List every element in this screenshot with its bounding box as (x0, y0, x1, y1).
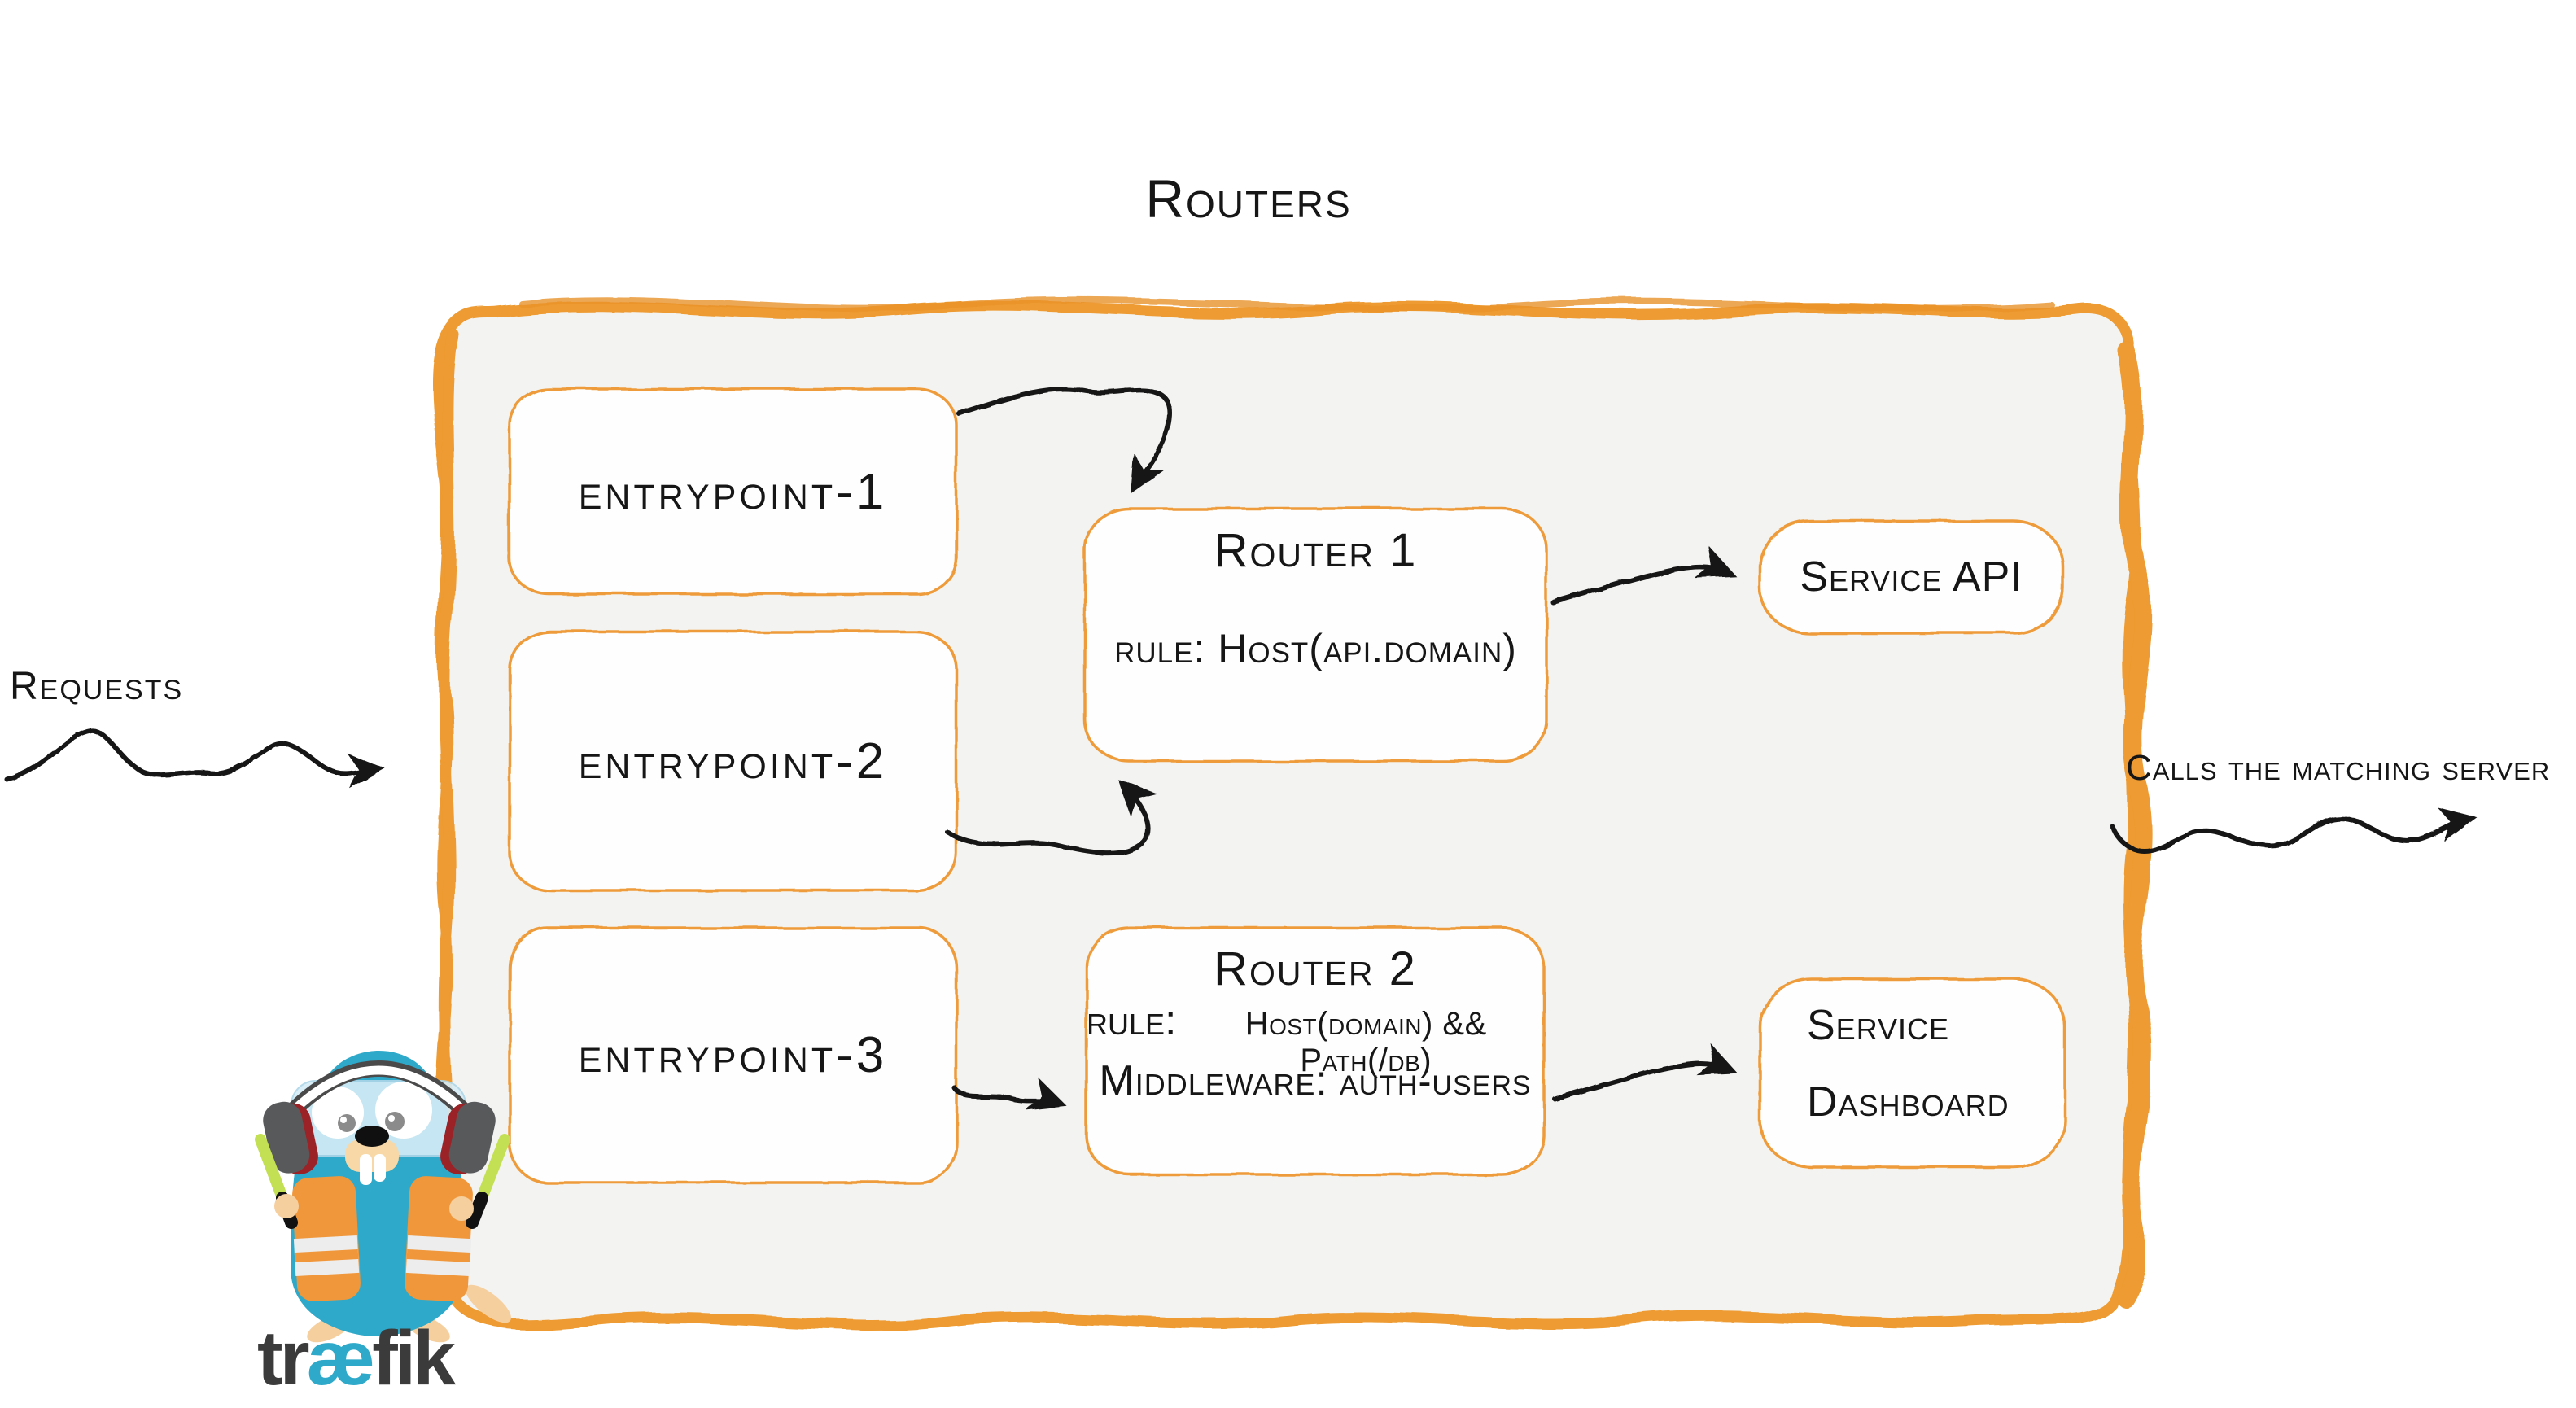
gopher-tail (466, 1284, 511, 1323)
arrow-calls-matching-server (2109, 807, 2478, 854)
container-border-right-stroke (2117, 341, 2154, 1308)
gopher-muzzle (345, 1139, 399, 1172)
wordmark-ae: æ (306, 1315, 376, 1401)
arrow-router2-to-service-dashboard (1552, 1043, 1738, 1101)
container-border-top-stroke (518, 295, 2054, 313)
entrypoint-1-label: entrypoint-1 (578, 463, 888, 520)
gopher-nose (355, 1126, 389, 1147)
wordmark-pre: tr (257, 1315, 310, 1401)
router-2-middleware-value: auth-users (1339, 1060, 1532, 1104)
wordmark-post: fik (372, 1315, 456, 1401)
router-2-rule: rule: Host(domain) && Path(/db) (1087, 996, 1544, 1078)
calls-matching-server-label: Calls the matching server (2126, 748, 2551, 788)
gopher-eyes (312, 1082, 432, 1139)
service-dashboard-label: Service Dashboard (1760, 979, 2065, 1167)
gopher-vest (292, 1176, 473, 1301)
service-dashboard-line-2: Dashboard (1807, 1078, 2010, 1126)
entrypoint-3-label: entrypoint-3 (578, 1027, 888, 1083)
gopher-tooth-left (360, 1154, 372, 1185)
arrow-requests (4, 728, 386, 789)
router-1-rule: rule: Host(api.domain) (1114, 626, 1517, 671)
gopher-body (291, 1051, 464, 1336)
entrypoint-2-label: entrypoint-2 (578, 732, 888, 789)
gopher-hand-right (449, 1196, 474, 1221)
router-2-middleware-label: Middleware: (1099, 1057, 1328, 1104)
router-1-name: Router 1 (1214, 524, 1418, 577)
gopher-hand-left (274, 1194, 299, 1218)
arrow-entrypoint3-to-router2 (951, 1077, 1068, 1111)
service-api-label: Service API (1800, 553, 2023, 601)
traefik-wordmark: træfik (257, 1314, 456, 1403)
diagram-title: Routers (1145, 168, 1352, 229)
requests-label: Requests (10, 665, 184, 708)
arrow-router1-to-service-api (1550, 545, 1736, 605)
router-2-middleware: Middleware: auth-users (1099, 1056, 1531, 1118)
router-2-rule-value: Host(domain) && Path(/db) (1244, 1006, 1487, 1078)
router-2-name: Router 2 (1214, 942, 1417, 995)
gopher-tooth-right (374, 1154, 386, 1182)
arrow-entrypoint1-to-router1 (956, 386, 1172, 494)
router-1-content: Router 1 rule: Host(api.domain) (1085, 509, 1546, 761)
router-2-content: Router 2 rule: Host(domain) && Path(/db)… (1087, 928, 1544, 1174)
gopher-headphones (263, 1060, 496, 1175)
router-2-rule-label: rule: (1087, 997, 1177, 1044)
service-dashboard-line-1: Service (1807, 1002, 1950, 1049)
gopher-goggles (291, 1080, 466, 1157)
gopher-batons (255, 1134, 510, 1229)
arrow-entrypoint2-to-router1 (946, 779, 1157, 856)
container-border-left-stroke (438, 328, 458, 1275)
traefik-gopher-logo (255, 1051, 511, 1343)
